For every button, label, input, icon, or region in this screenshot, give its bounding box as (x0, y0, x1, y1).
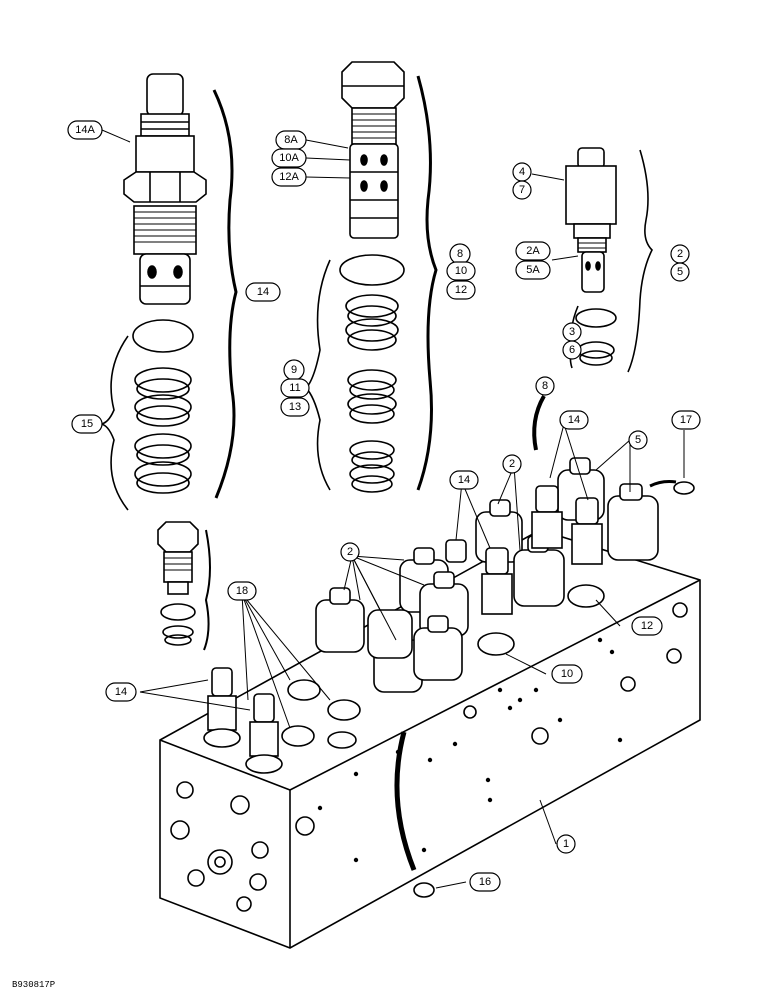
callout-12-block: 12 (641, 620, 653, 632)
callout-2-left: 2 (347, 546, 353, 558)
callout-11: 11 (289, 382, 300, 394)
callout-5-top: 5 (635, 434, 641, 446)
callout-8a: 8A (284, 134, 298, 146)
seal-rings-15 (132, 319, 194, 494)
callout-12a: 12A (279, 171, 299, 183)
callout-1: 1 (563, 838, 569, 850)
callout-14a: 14A (75, 124, 95, 136)
small-cartridge-drawing (157, 521, 199, 646)
callout-16: 16 (479, 876, 491, 888)
callout-10-group: 10 (455, 265, 467, 277)
callout-6: 6 (569, 344, 575, 356)
plugs-18 (281, 584, 605, 749)
cartridge-8a-drawing (341, 61, 405, 239)
callout-8-single: 8 (542, 380, 548, 392)
cartridge-4-drawing (565, 147, 617, 366)
callout-4: 4 (519, 166, 525, 178)
callout-13: 13 (289, 401, 301, 413)
callout-14-left: 14 (115, 686, 127, 698)
callout-18: 18 (236, 585, 248, 597)
callout-15: 15 (81, 418, 93, 430)
relief-valves-14 (203, 485, 603, 774)
cartridge-14a-drawing (123, 73, 207, 305)
callout-7: 7 (519, 184, 525, 196)
callout-8-group: 8 (457, 248, 463, 260)
callout-5a: 5A (526, 264, 540, 276)
seal-rings-9-11-13 (339, 254, 405, 493)
callout-2-right: 2 (677, 248, 683, 260)
callout-12-group: 12 (455, 284, 467, 296)
callout-10a: 10A (279, 152, 299, 164)
callout-2-mid: 2 (509, 458, 515, 470)
callout-14-brace: 14 (257, 286, 269, 298)
figure-code: B930817P (12, 980, 56, 990)
callout-14-mid: 14 (458, 474, 470, 486)
callout-5-right: 5 (677, 266, 683, 278)
callout-10-block: 10 (561, 668, 573, 680)
callout-14-top: 14 (568, 414, 580, 426)
callout-3: 3 (569, 326, 575, 338)
callout-2a: 2A (526, 245, 540, 257)
callout-17: 17 (680, 414, 692, 426)
callout-9: 9 (291, 364, 297, 376)
